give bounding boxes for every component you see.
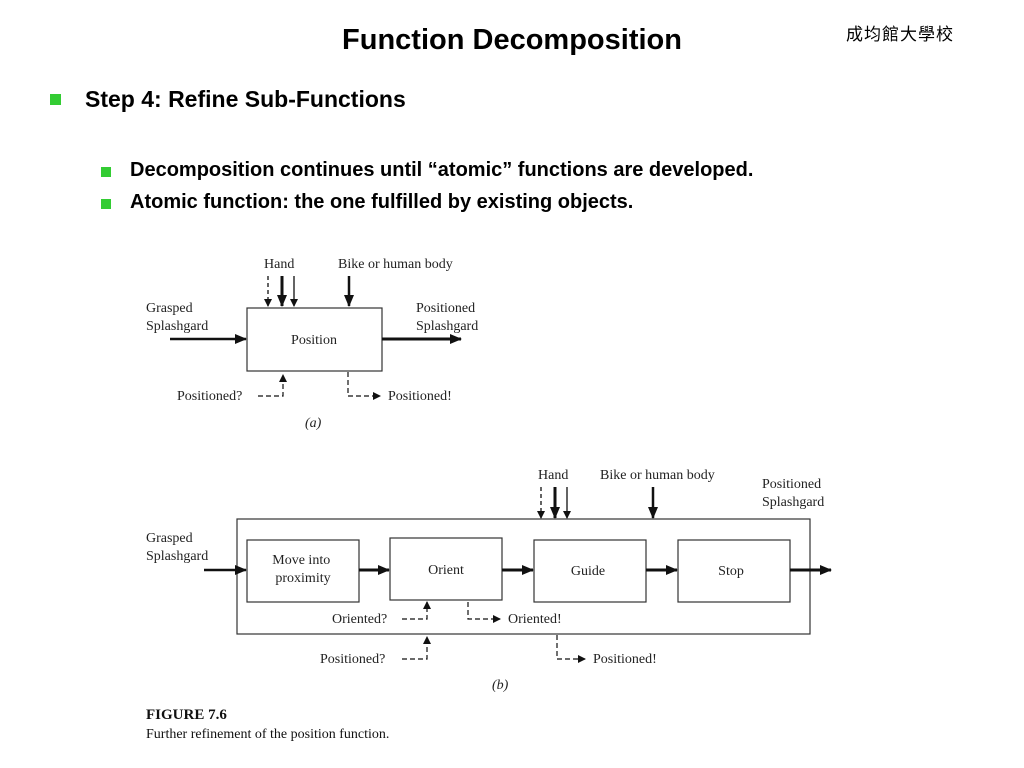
oriented-answer-label: Oriented! <box>508 612 562 627</box>
figure-a-label: (a) <box>305 416 322 431</box>
positioned-question-label: Positioned? <box>320 652 385 667</box>
figure-b: Hand Bike or human body Positioned Splas… <box>146 468 832 693</box>
bike-label: Bike or human body <box>600 468 715 483</box>
positioned-answer-arrow <box>556 635 586 663</box>
positioned-question-label: Positioned? <box>177 389 242 404</box>
oriented-question-arrow <box>402 601 431 620</box>
bullet-text-2: Atomic function: the one fulfilled by ex… <box>130 191 634 213</box>
bullet-square-icon <box>50 94 61 105</box>
figure-b-label: (b) <box>492 678 509 693</box>
university-logo: 成均館大學校 <box>846 25 954 45</box>
positioned-answer-label: Positioned! <box>388 389 452 404</box>
positioned-question-arrow <box>402 636 431 660</box>
figure-a: Hand Bike or human body Grasped Splashga… <box>146 257 479 431</box>
bullet-text-1: Decomposition continues until “atomic” f… <box>130 159 754 181</box>
oriented-answer-arrow <box>467 602 501 623</box>
input-label: Grasped Splashgard <box>146 531 208 564</box>
figure-caption-title: FIGURE 7.6 <box>146 707 227 723</box>
bullet-square-icon <box>101 199 111 209</box>
figure-caption-text: Further refinement of the position funct… <box>146 727 389 742</box>
bullet-square-icon <box>101 167 111 177</box>
output-label: Positioned Splashgard <box>762 477 825 510</box>
slide-title: Function Decomposition <box>342 24 682 56</box>
orient-label: Orient <box>428 563 464 578</box>
hand-label: Hand <box>264 257 294 272</box>
positioned-answer-label: Positioned! <box>593 652 657 667</box>
bike-label: Bike or human body <box>338 257 453 272</box>
position-system-boundary <box>236 518 811 635</box>
stop-label: Stop <box>718 564 744 579</box>
input-label: Grasped Splashgard <box>146 301 208 334</box>
guide-label: Guide <box>571 564 605 579</box>
output-label: Positioned Splashgard <box>416 301 479 334</box>
position-function-label: Position <box>291 333 337 348</box>
oriented-question-label: Oriented? <box>332 612 387 627</box>
positioned-answer-arrow <box>347 372 381 400</box>
positioned-question-arrow <box>258 374 287 397</box>
move-into-proximity-label: Move into proximity <box>272 553 333 586</box>
step-heading: Step 4: Refine Sub-Functions <box>85 86 406 112</box>
hand-label: Hand <box>538 468 568 483</box>
